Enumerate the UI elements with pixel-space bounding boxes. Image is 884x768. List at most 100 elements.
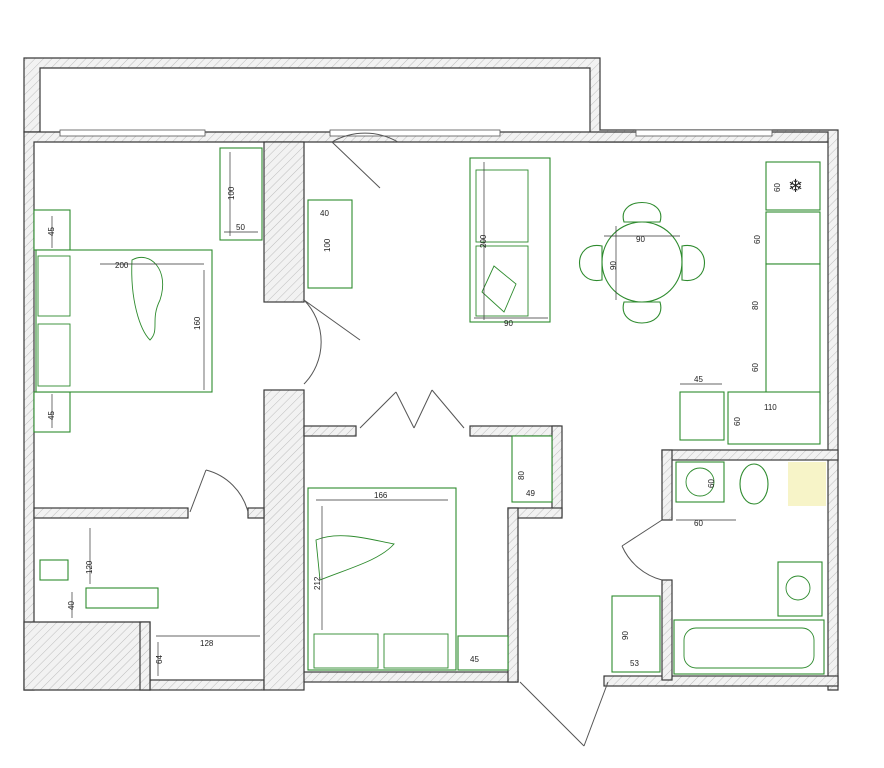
bathtub xyxy=(673,619,825,675)
label-bed2-length: 212 xyxy=(313,576,322,590)
label-bed1-width: 160 xyxy=(193,316,202,330)
label-sofa-length: 200 xyxy=(479,234,488,248)
windows xyxy=(59,129,773,137)
label-bed2-width: 166 xyxy=(374,491,388,500)
bottom-wall-bath xyxy=(603,675,839,687)
door-storage xyxy=(189,469,249,513)
label-wardrobe1-depth: 50 xyxy=(236,223,245,232)
label-storage-width: 128 xyxy=(200,639,214,648)
label-table-height: 90 xyxy=(609,261,618,270)
bedroom2-top-wall-right xyxy=(469,425,561,437)
label-nightstand-top: 45 xyxy=(47,227,56,236)
label-wardrobe1-length: 100 xyxy=(227,186,236,200)
pillow1 xyxy=(37,255,71,317)
door-living-double xyxy=(359,391,415,429)
bath-top-wall xyxy=(661,449,839,461)
bedroom1: 45 200 160 45 100 50 xyxy=(33,147,263,433)
label-closet3-depth: 90 xyxy=(621,631,630,640)
toilet xyxy=(739,463,769,505)
chair-right xyxy=(681,245,705,281)
label-sink: 60 xyxy=(733,417,742,426)
niche-wall xyxy=(551,425,563,517)
label-counter: 80 xyxy=(751,301,760,310)
bathroom: 60 60 90 53 xyxy=(611,461,825,675)
sink-bowl xyxy=(785,575,811,601)
label-storage-depth: 120 xyxy=(85,560,94,574)
bottom-wall-left xyxy=(23,621,151,691)
blanket-figure1 xyxy=(131,257,164,341)
bedroom2-right-wall xyxy=(507,507,519,683)
bedroom2-top-wall-left xyxy=(303,425,357,437)
counter xyxy=(765,263,821,405)
door-balcony xyxy=(331,132,399,189)
label-counter-end: 60 xyxy=(751,363,760,372)
shaft-accent xyxy=(788,462,826,506)
storage-notch-wall xyxy=(139,621,151,691)
bed1 xyxy=(35,249,213,393)
bottom-wall-bedroom2 xyxy=(293,671,519,683)
washing-machine xyxy=(675,461,725,503)
label-shelf-depth: 40 xyxy=(320,209,329,218)
bottom-wall-storage xyxy=(149,679,265,691)
sink-counter xyxy=(727,391,821,445)
kitchen: ❄ 60 60 80 60 45 110 60 xyxy=(679,161,821,445)
label-stove: 60 xyxy=(753,235,762,244)
label-wardrobe2-width: 49 xyxy=(526,489,535,498)
label-storage-shelf: 40 xyxy=(67,601,76,610)
label-washer-area: 45 xyxy=(694,375,703,384)
pillow4 xyxy=(383,633,449,669)
dishwasher xyxy=(679,391,725,441)
label-nightstand2: 45 xyxy=(470,655,479,664)
label-sofa-depth: 90 xyxy=(504,319,513,328)
chair-top xyxy=(622,202,662,223)
stove xyxy=(765,211,821,265)
wardrobe1 xyxy=(219,147,263,241)
label-wardrobe2-depth: 80 xyxy=(517,471,526,480)
pillow2 xyxy=(37,323,71,387)
label-washer: 60 xyxy=(707,479,716,488)
sofa-seat2 xyxy=(475,245,529,317)
label-shelf-length: 100 xyxy=(323,238,332,252)
shelf xyxy=(307,199,353,289)
window-living xyxy=(329,129,501,137)
chair-left xyxy=(579,245,603,281)
cushion xyxy=(481,265,517,313)
bathtub-inner xyxy=(683,627,815,669)
chair-bottom xyxy=(622,301,662,324)
label-fridge: 60 xyxy=(773,183,782,192)
partition-bedroom1 xyxy=(263,141,305,303)
walls xyxy=(23,57,839,691)
label-storage-notch: 64 xyxy=(155,655,164,664)
fridge xyxy=(765,161,821,211)
door-bedroom2-double xyxy=(413,389,465,429)
bed2 xyxy=(307,487,457,671)
bath-left-wall-lower xyxy=(661,579,673,681)
label-closet3-width: 53 xyxy=(630,659,639,668)
label-sink-counter: 110 xyxy=(764,403,777,412)
snowflake-icon: ❄ xyxy=(788,176,803,196)
sink xyxy=(777,561,823,617)
nightstand2 xyxy=(457,635,509,671)
partition-bedroom1-lower xyxy=(263,389,305,691)
storage-box xyxy=(39,559,69,581)
bath-left-wall-upper xyxy=(661,449,673,521)
blanket-figure2 xyxy=(315,535,395,581)
window-kitchen xyxy=(635,129,773,137)
pillow3 xyxy=(313,633,379,669)
bedroom2: 166 212 45 80 49 xyxy=(307,435,553,671)
storage-room: 120 40 128 64 xyxy=(39,528,260,676)
sofa xyxy=(469,157,551,323)
label-nightstand-bottom: 45 xyxy=(47,411,56,420)
doors xyxy=(189,132,663,747)
living-room: 200 90 90 90 xyxy=(469,157,705,328)
window-bedroom1 xyxy=(59,129,206,137)
storage-shelf xyxy=(85,587,159,609)
washer-drum xyxy=(685,467,715,497)
label-bed1-length: 200 xyxy=(115,261,129,270)
door-bathroom xyxy=(621,519,663,581)
label-bath-gap: 60 xyxy=(694,519,703,528)
bedroom1-bottom-wall-stub xyxy=(247,507,265,519)
door-bedroom1 xyxy=(303,299,361,385)
label-table-diameter: 90 xyxy=(636,235,645,244)
